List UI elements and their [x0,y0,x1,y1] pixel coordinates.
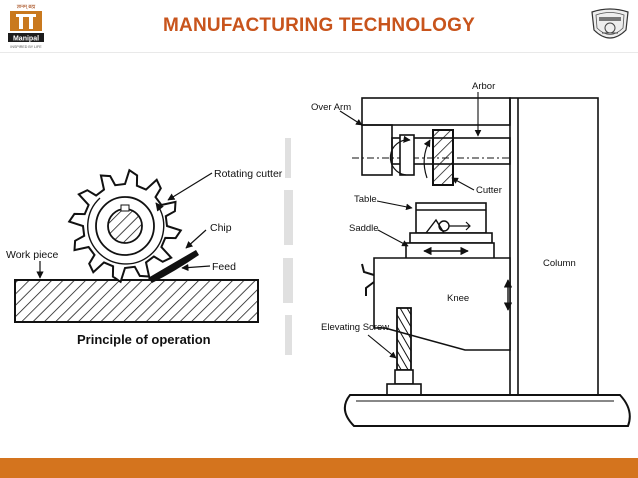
scan-artifact [283,138,293,355]
column-label: Column [543,258,576,269]
table-shape [409,232,493,244]
saddle-label: Saddle [349,223,379,234]
elevating-screw-leader [367,334,397,359]
principle-caption: Principle of operation [77,332,211,347]
saddle-leader [377,229,409,247]
logo-tagline-text: INSPIRED BY LIFE [10,45,42,49]
cutter-key-shape [120,204,130,212]
chip-shape [148,250,199,283]
arbor-label: Arbor [472,81,495,92]
university-seal-icon [591,8,629,39]
principle-of-operation-diagram: Rotating cutter Chip Feed Work piece Pri… [6,168,283,347]
cutter-label: Cutter [476,185,502,196]
column-shape [509,97,599,396]
elevating-screw-shape [396,307,412,371]
table-leader [376,200,413,211]
over-arm-leader [339,110,363,126]
over-arm-shape [361,97,511,126]
knee-shape [373,257,511,351]
milling-machine-labels [339,92,482,359]
cutter-shape [432,129,454,186]
feed-label: Feed [212,261,236,273]
knee-handle-shape [361,263,375,296]
chip-label: Chip [210,222,232,234]
machine-base-shape [343,394,631,427]
footer-bar [0,458,638,478]
milling-diagram: Rotating cutter Chip Feed Work piece Pri… [6,81,631,427]
elevating-screw-label: Elevating Screw [321,322,389,333]
slide-header: ज्ञानम् ब्रह्म Manipal INSPIRED BY LIFE … [0,0,638,52]
feed-leader [181,263,211,272]
arbor-collar-shape [399,134,415,176]
arbor-rotation-arrow [389,135,411,176]
over-arm-label: Over Arm [311,102,351,113]
manipal-logo-icon: ज्ञानम् ब्रह्म Manipal INSPIRED BY LIFE [8,4,44,49]
chip-leader [185,229,207,249]
rotating-cutter-leader [167,172,213,201]
header-divider [0,52,638,53]
logo-name-text: Manipal [13,36,39,43]
logo-sanskrit-text: ज्ञानम् ब्रह्म [17,4,37,10]
work-piece-label: Work piece [6,249,58,261]
milling-machine-diagram [343,97,631,427]
knee-label: Knee [447,293,469,304]
cutter-bore-shape [107,208,143,244]
rotating-cutter-label: Rotating cutter [214,168,283,180]
cutter-leader [451,177,475,191]
base-shape [386,383,422,396]
milling-machine-text: Arbor Over Arm Cutter Table Saddle Colum… [311,81,576,333]
vise-shape [415,202,487,234]
over-arm-drop-shape [361,124,393,176]
page-title: MANUFACTURING TECHNOLOGY [163,15,475,36]
cutter-rotation-arrow-right [423,139,431,179]
table-label: Table [354,194,377,205]
cutter-rotation-arrow [87,197,165,265]
work-piece-shape [14,279,259,323]
